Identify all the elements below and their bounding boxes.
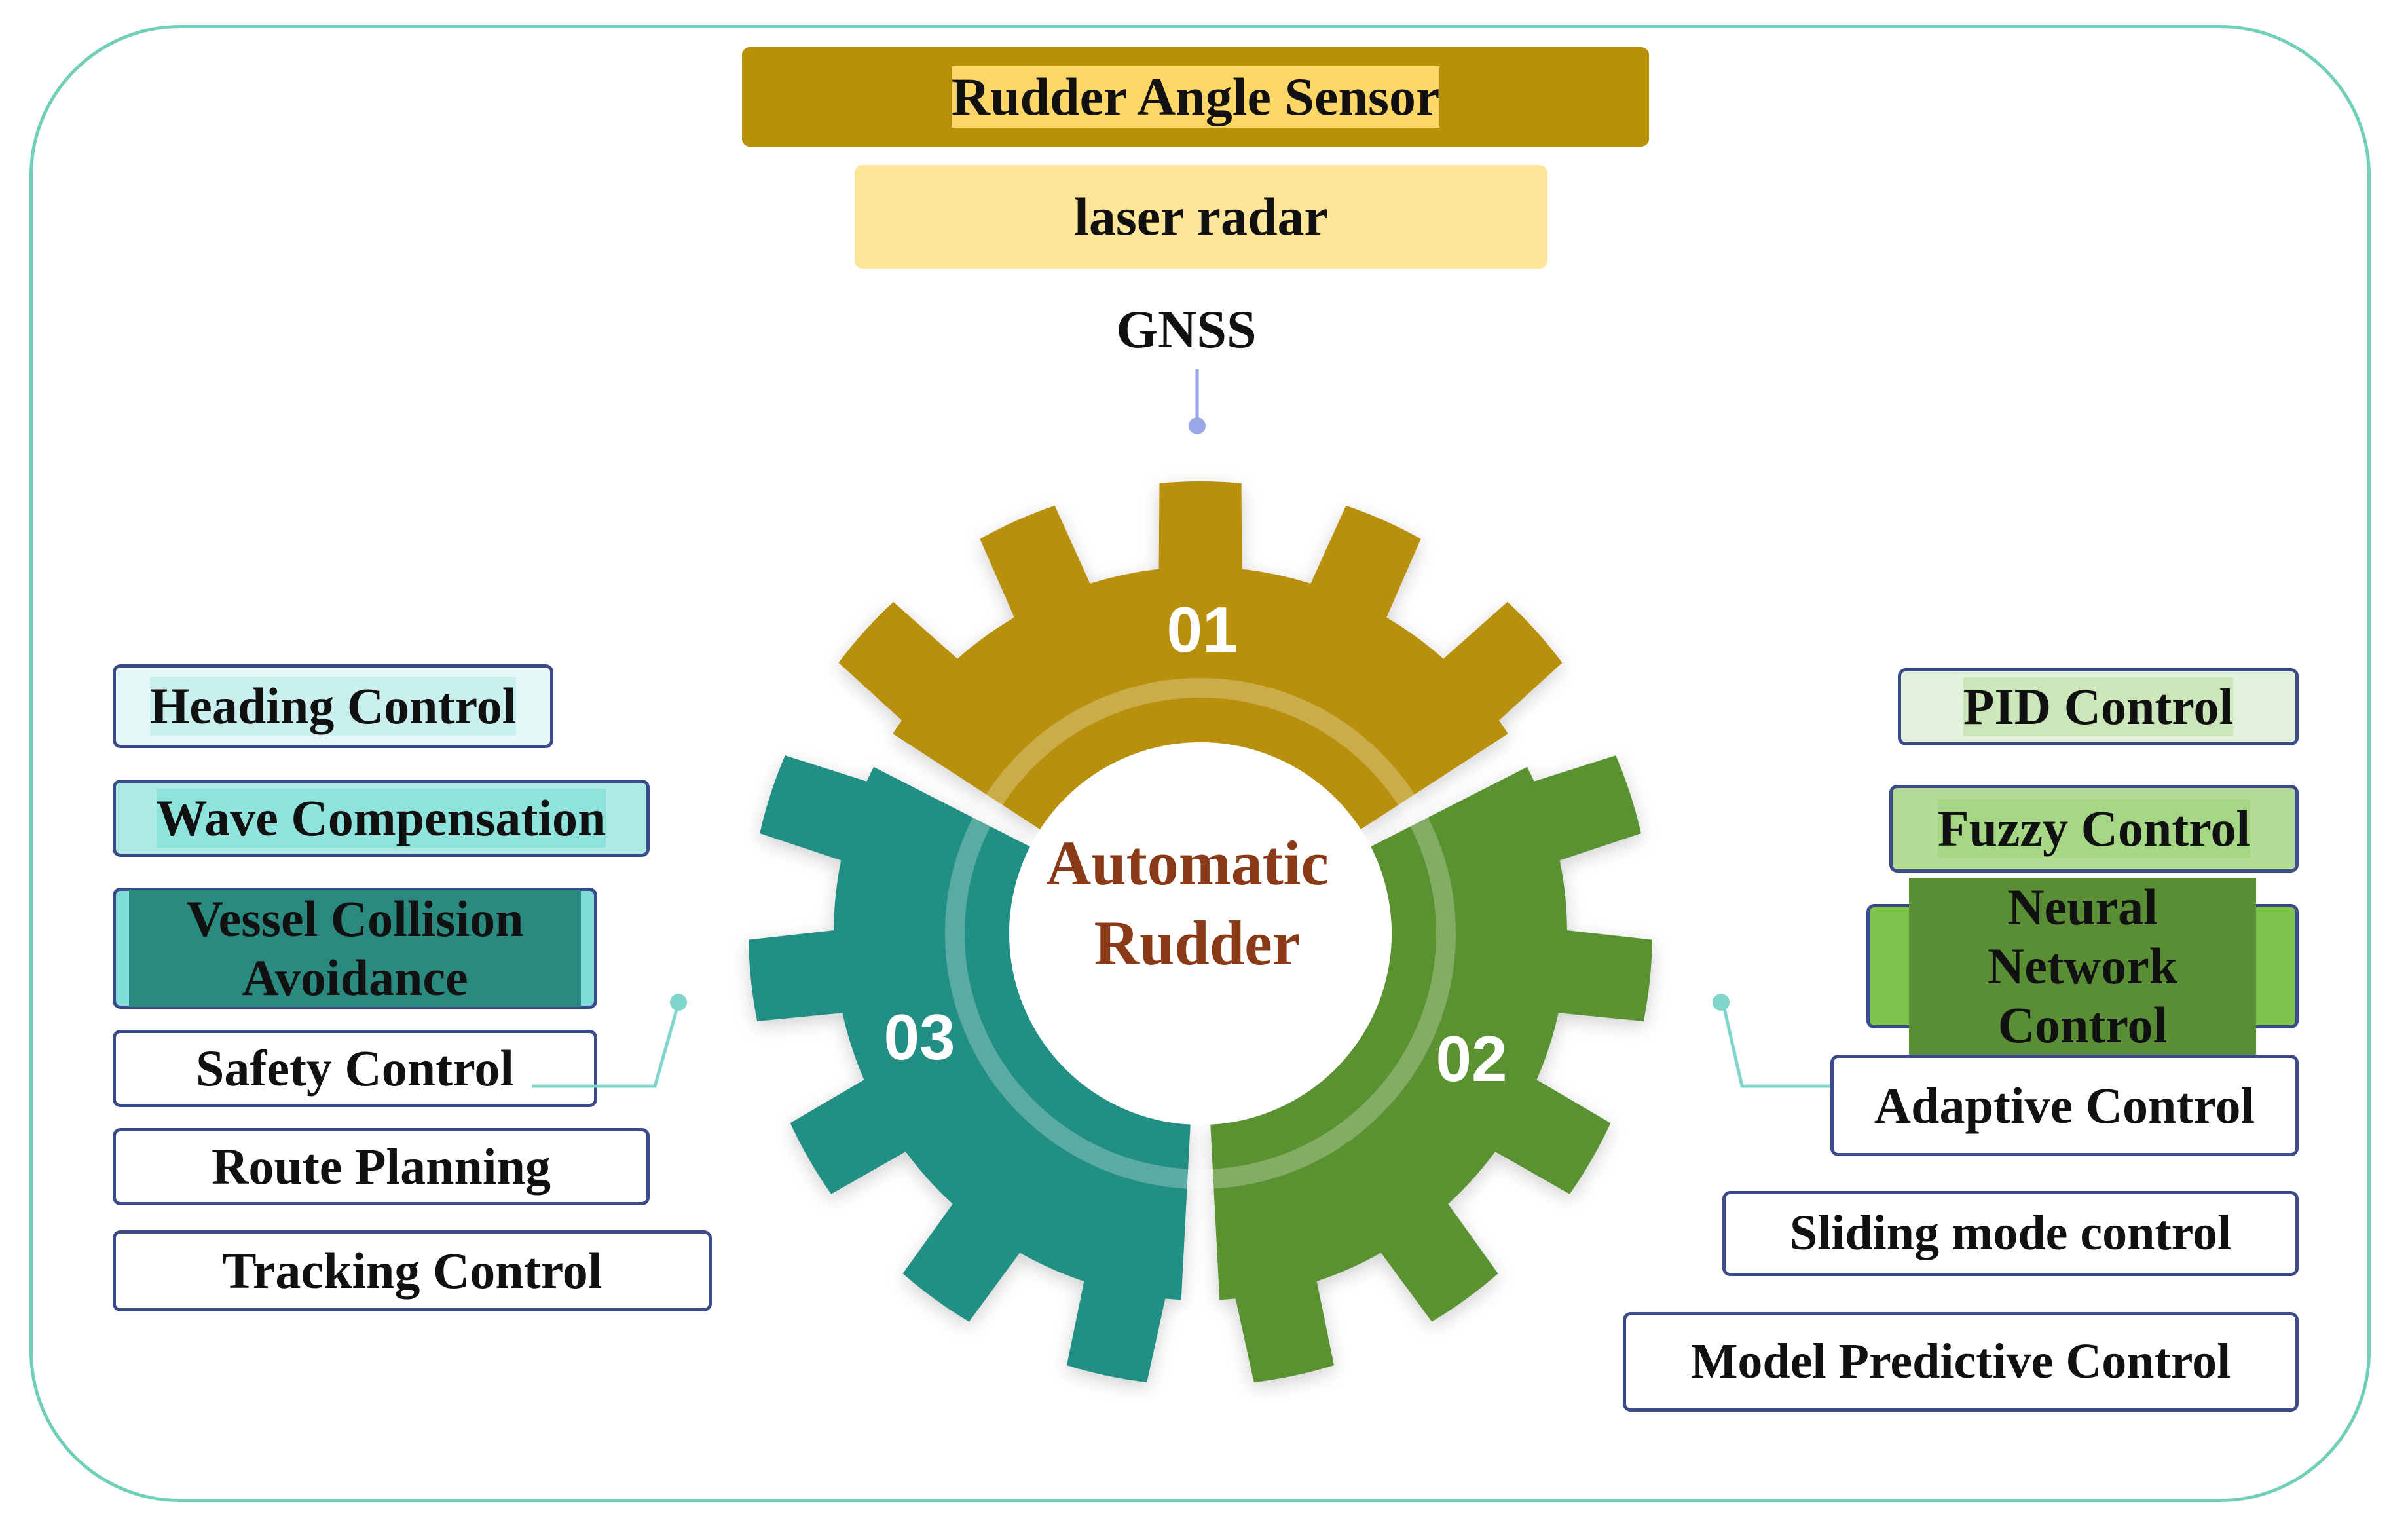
left-item-label: Route Planning bbox=[212, 1138, 551, 1196]
sensor-laser-radar-label: laser radar bbox=[1074, 186, 1328, 246]
gear-number-03: 03 bbox=[883, 1001, 955, 1073]
left-item-wave-compensation: Wave Compensation bbox=[113, 780, 650, 857]
left-item-heading-control: Heading Control bbox=[113, 664, 553, 748]
inner-ring bbox=[945, 678, 1456, 1189]
gear-segment-01 bbox=[838, 481, 1563, 829]
left-item-tracking-control: Tracking Control bbox=[113, 1230, 712, 1311]
center-title-line1: Automatic bbox=[1046, 828, 1329, 898]
connector-right bbox=[1713, 994, 1830, 1088]
left-item-label: Wave Compensation bbox=[156, 789, 606, 848]
right-item-label: Model Predictive Control bbox=[1690, 1334, 2231, 1389]
center-title-line2: Rudder bbox=[1094, 908, 1301, 978]
right-item-label: Sliding mode control bbox=[1789, 1205, 2232, 1261]
left-item-safety-control: Safety Control bbox=[113, 1030, 597, 1107]
right-item-adaptive-control: Adaptive Control bbox=[1830, 1055, 2299, 1156]
left-item-label: Tracking Control bbox=[222, 1242, 602, 1300]
gear-number-02: 02 bbox=[1436, 1023, 1507, 1095]
left-item-label: Vessel Collision Avoidance bbox=[129, 889, 581, 1008]
connector-top bbox=[1189, 369, 1206, 434]
right-item-label: Neural Network Control bbox=[1909, 878, 2256, 1055]
sensor-gnss-label: GNSS bbox=[1116, 299, 1257, 359]
center-disc bbox=[1009, 742, 1392, 1125]
right-item-pid-control: PID Control bbox=[1898, 668, 2299, 745]
right-item-fuzzy-control: Fuzzy Control bbox=[1889, 785, 2299, 873]
sensor-laser-radar: laser radar bbox=[855, 165, 1547, 269]
left-item-label: Safety Control bbox=[195, 1040, 514, 1097]
sensor-rudder-angle-label: Rudder Angle Sensor bbox=[951, 66, 1440, 128]
connector-left bbox=[532, 994, 687, 1088]
right-item-neural-network-control: Neural Network Control bbox=[1866, 878, 2299, 1055]
right-item-label: Fuzzy Control bbox=[1937, 799, 2251, 858]
sensor-gnss: GNSS bbox=[927, 290, 1446, 369]
right-item-sliding-mode-control: Sliding mode control bbox=[1722, 1191, 2299, 1276]
right-item-label: Adaptive Control bbox=[1874, 1076, 2255, 1134]
left-item-vessel-collision-avoidance: Vessel Collision Avoidance bbox=[113, 888, 597, 1009]
right-item-model-predictive-control: Model Predictive Control bbox=[1623, 1312, 2299, 1412]
sensor-rudder-angle: Rudder Angle Sensor bbox=[742, 47, 1649, 147]
left-item-route-planning: Route Planning bbox=[113, 1128, 650, 1205]
right-item-label: PID Control bbox=[1963, 677, 2234, 736]
gear-number-01: 01 bbox=[1166, 594, 1238, 666]
gear-segment-03 bbox=[749, 755, 1191, 1383]
gear-segment-02 bbox=[1210, 755, 1652, 1383]
left-item-label: Heading Control bbox=[149, 677, 517, 736]
